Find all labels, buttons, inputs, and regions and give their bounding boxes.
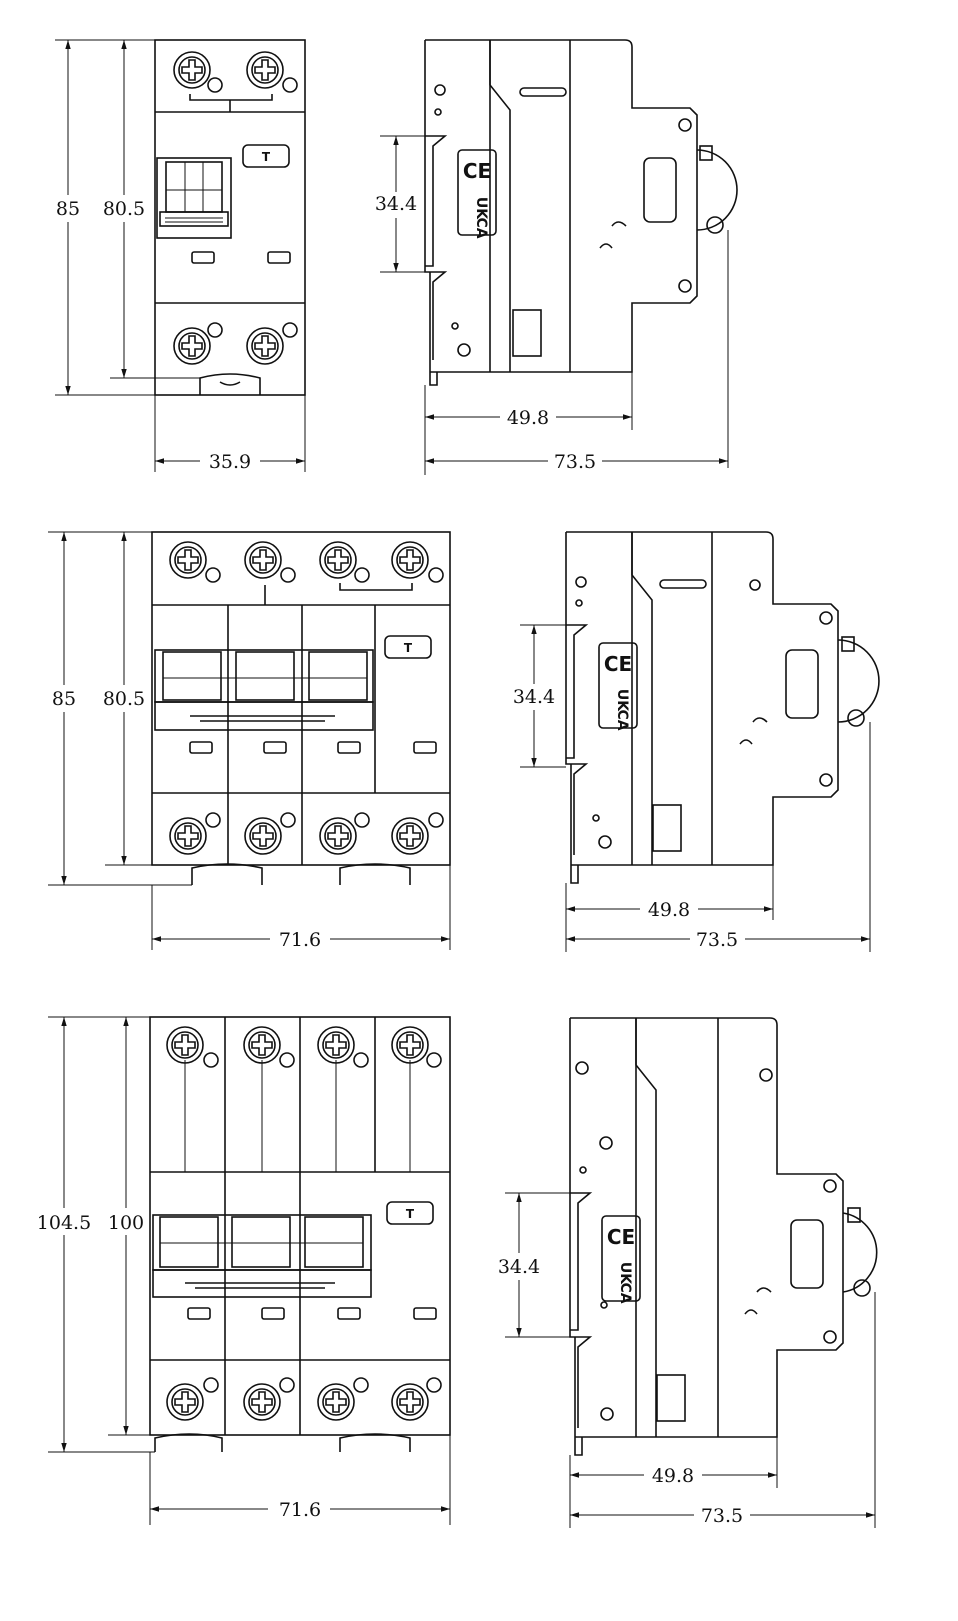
screw-terminal-icon [319,541,357,579]
dim-width: 71.6 [279,929,321,951]
dim-depth-outer: 73.5 [554,451,596,473]
dim-height-outer: 85 [52,688,76,710]
ca-mark: CA [617,1282,633,1303]
uk-mark: UK [473,197,489,220]
dim-height-inner: 80.5 [103,688,145,710]
uk-mark: UK [614,689,630,712]
dim-depth-inner: 49.8 [652,1465,694,1487]
screw-terminal-icon [169,541,207,579]
test-button[interactable] [384,635,432,659]
dim-depth-inner: 49.8 [648,899,690,921]
screw-terminal-icon [319,817,357,855]
screw-terminal-icon [317,1026,355,1064]
screw-terminal-icon [244,541,282,579]
front-view-2p: T 85 80.5 71.6 [48,531,451,951]
dim-height-outer: 104.5 [37,1212,91,1234]
test-button[interactable] [242,144,290,168]
front-view-1p: T 85 80.5 35.9 [55,39,306,473]
screw-terminal-icon [166,1383,204,1421]
screw-terminal-icon [173,51,211,89]
dim-width: 35.9 [209,451,251,473]
dim-width: 71.6 [279,1499,321,1521]
uk-mark: UK [617,1262,633,1285]
test-button-label: T [262,150,271,164]
screw-terminal-icon [246,51,284,89]
screw-terminal-icon [243,1026,281,1064]
screw-terminal-icon [243,1383,281,1421]
screw-terminal-icon [173,327,211,365]
screw-terminal-icon [391,541,429,579]
test-button-label: T [406,1207,415,1221]
dim-depth-outer: 73.5 [696,929,738,951]
screw-terminal-icon [391,817,429,855]
dim-rail: 34.4 [375,193,417,215]
screw-terminal-icon [246,327,284,365]
ca-mark: CA [473,217,489,238]
dim-rail: 34.4 [498,1256,540,1278]
dim-height-inner: 100 [108,1212,144,1234]
dim-rail: 34.4 [513,686,555,708]
ce-mark: CE [604,652,632,676]
dim-height-inner: 80.5 [103,198,145,220]
dim-depth-inner: 49.8 [507,407,549,429]
screw-terminal-icon [317,1383,355,1421]
side-view-1: CE UK CA 34.4 49.8 73.5 [375,39,738,475]
screw-terminal-icon [244,817,282,855]
side-view-2: CE UK CA 34.4 49.8 73.5 [513,531,880,952]
dim-depth-outer: 73.5 [701,1505,743,1527]
screw-terminal-icon [169,817,207,855]
ce-mark: CE [607,1225,635,1249]
side-view-3: CE UK CA 34.4 49.8 73.5 [498,1017,878,1528]
screw-terminal-icon [391,1383,429,1421]
dim-height-outer: 85 [56,198,80,220]
test-button[interactable] [386,1201,434,1225]
test-button-label: T [404,641,413,655]
front-view-2p-tall: T 104.5 100 71.6 [37,1016,451,1525]
screw-terminal-icon [391,1026,429,1064]
ca-mark: CA [614,709,630,730]
ce-mark: CE [463,159,491,183]
screw-terminal-icon [166,1026,204,1064]
